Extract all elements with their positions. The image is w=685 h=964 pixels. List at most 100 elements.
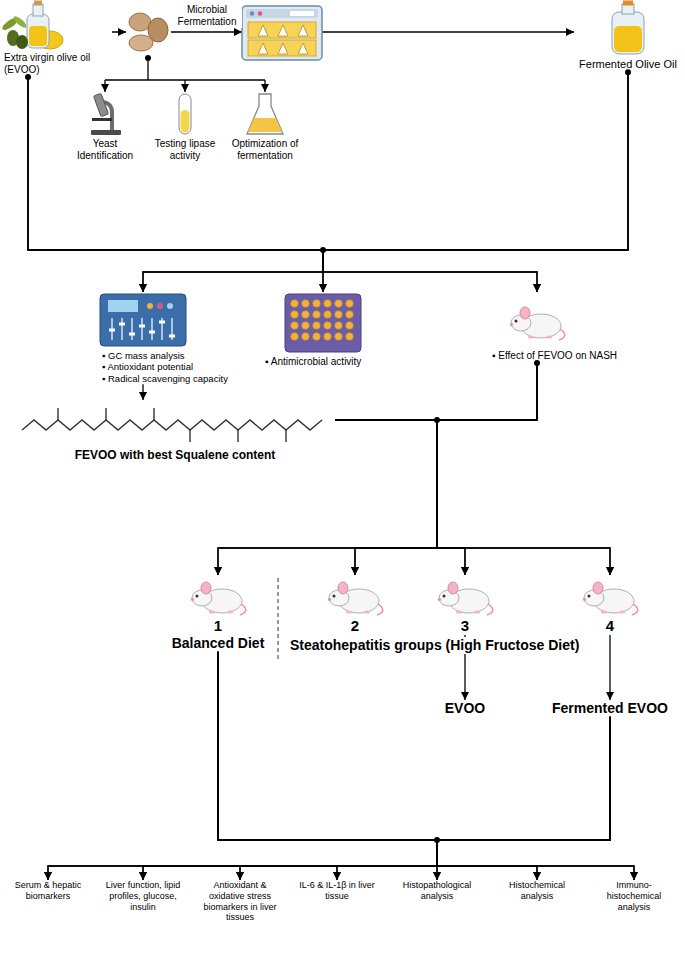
group-node: 2 bbox=[325, 575, 385, 635]
analysis-node: ▪ GC mass analysis▪ Antioxidant potentia… bbox=[100, 292, 250, 384]
connector-arrow bbox=[48, 717, 610, 880]
stage bbox=[92, 118, 112, 121]
slider-caps bbox=[109, 322, 175, 336]
flask-icon bbox=[247, 94, 283, 134]
junction-dot bbox=[320, 247, 326, 253]
analysis-node: ▪ Effect of FEVOO on NASH bbox=[490, 292, 640, 362]
connector-arrow bbox=[218, 652, 437, 880]
connector-arrow bbox=[48, 652, 437, 880]
node-text: Liver function, lipid profiles, glucose,… bbox=[102, 880, 184, 912]
group-separator bbox=[277, 578, 278, 662]
connector-arrow bbox=[218, 652, 537, 880]
flask-row bbox=[258, 25, 308, 54]
node-text: ▪ GC mass analysis bbox=[102, 350, 248, 361]
branch-line bbox=[105, 58, 265, 80]
test-tube-icon bbox=[179, 94, 191, 134]
junction-dot bbox=[145, 55, 151, 61]
group-heading: Steatohepatitis groups (High Fructose Di… bbox=[288, 637, 581, 654]
flask bbox=[247, 94, 283, 134]
knob bbox=[157, 303, 163, 309]
display bbox=[290, 11, 314, 16]
arrow-head bbox=[234, 28, 242, 36]
bottle bbox=[27, 14, 49, 48]
connector-arrow bbox=[143, 652, 437, 880]
liquid bbox=[181, 110, 190, 133]
connector-arrow bbox=[335, 420, 465, 575]
method-node: Optimization of fermentation bbox=[225, 92, 305, 162]
icon-space bbox=[4, 2, 110, 52]
oil bbox=[29, 26, 47, 46]
leaf bbox=[12, 15, 28, 30]
node-text: 2 bbox=[327, 617, 383, 635]
well-plate-icon bbox=[285, 294, 361, 352]
connector-arrow bbox=[240, 717, 610, 880]
treatment-node: Fermented EVOO bbox=[545, 700, 675, 717]
instrument-body bbox=[100, 294, 186, 346]
incubator-icon bbox=[242, 6, 322, 60]
result-node: FEVOO with best Squalene content bbox=[15, 400, 335, 462]
yeast-cell bbox=[129, 35, 153, 51]
node-text: 4 bbox=[582, 617, 638, 635]
mouse-icon bbox=[510, 307, 565, 340]
node-text: Histopathological analysis bbox=[396, 880, 478, 902]
indicator bbox=[258, 11, 262, 15]
icon-space bbox=[147, 92, 223, 138]
junction-dot bbox=[434, 417, 440, 423]
liquid bbox=[248, 118, 282, 132]
screen bbox=[108, 300, 138, 312]
branch-arrow bbox=[104, 80, 105, 92]
group-node: 3 bbox=[435, 575, 495, 635]
knob bbox=[167, 303, 173, 309]
outcome-node: Histochemical analysis bbox=[494, 880, 580, 902]
icon-space bbox=[165, 575, 271, 617]
icon-space bbox=[582, 575, 638, 617]
connector-arrow bbox=[142, 384, 143, 400]
method-node: Testing lipase activity bbox=[145, 92, 225, 162]
connector-arrow bbox=[355, 362, 537, 575]
icon-space bbox=[67, 92, 143, 138]
outcome-node: IL-6 & IL-1β in liver tissue bbox=[294, 880, 380, 902]
analysis-node: ▪ Antimicrobial activity bbox=[263, 292, 388, 368]
mouse-icon bbox=[438, 582, 493, 615]
icon-space bbox=[102, 292, 248, 350]
node-text: Extra virgin olive oil (EVOO) bbox=[4, 52, 110, 76]
knob bbox=[147, 303, 153, 309]
icon-ground bbox=[126, 8, 171, 54]
outcome-node: Immuno-histochemical analysis bbox=[591, 880, 677, 912]
incubator-body bbox=[242, 6, 322, 60]
connector-arrow bbox=[437, 717, 610, 880]
indicator bbox=[250, 11, 254, 15]
mouse-icon bbox=[191, 582, 246, 615]
tube bbox=[179, 94, 191, 134]
connector-arrow bbox=[609, 635, 610, 700]
node-text: ▪ Antioxidant potential bbox=[102, 361, 248, 372]
node-text: FEVOO with best Squalene content bbox=[17, 448, 333, 462]
connector-arrow bbox=[218, 652, 437, 880]
olive bbox=[16, 35, 28, 49]
method-node: Yeast Identification bbox=[65, 92, 145, 162]
node-text: ▪ Radical scavenging capacity bbox=[102, 373, 248, 384]
control-panel bbox=[246, 9, 318, 18]
connector-arrow bbox=[28, 76, 323, 292]
node-text: Yeast Identification bbox=[67, 138, 143, 162]
connector-arrow bbox=[143, 71, 628, 292]
connector-arrow bbox=[323, 71, 628, 292]
node-text: Fermented EVOO bbox=[547, 700, 673, 717]
node-text: Antioxidant & oxidative stress biomarker… bbox=[199, 880, 281, 923]
bottle-neck bbox=[33, 4, 43, 16]
icon-space bbox=[492, 292, 638, 350]
connector-arrow bbox=[218, 652, 634, 880]
connector-arrow bbox=[28, 76, 323, 292]
fermented-oil-node: Fermented Olive Oil bbox=[574, 2, 682, 71]
carbon-chain bbox=[22, 420, 322, 430]
plate bbox=[285, 294, 361, 352]
group-node: 1Balanced Diet bbox=[163, 575, 273, 652]
icon-space bbox=[327, 575, 383, 617]
mouse-icon bbox=[328, 582, 383, 615]
connector-arrow bbox=[28, 76, 537, 292]
squalene-molecule bbox=[22, 408, 322, 442]
evoo-icon bbox=[1, 1, 63, 50]
branch-arrow bbox=[264, 80, 265, 92]
node-text: Fermented Olive Oil bbox=[576, 58, 680, 71]
